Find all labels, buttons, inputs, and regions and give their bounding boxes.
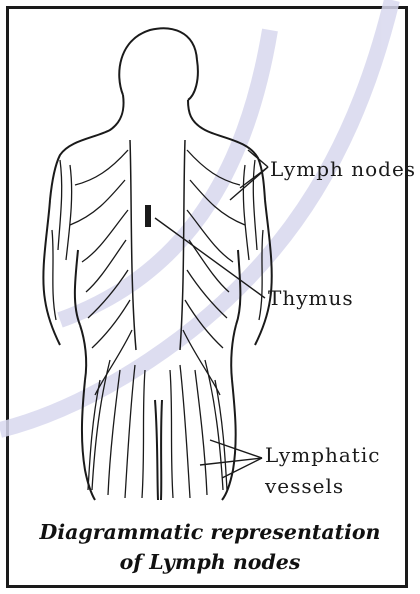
- label-vessels: vessels: [265, 471, 380, 502]
- label-lymph-nodes: Lymph nodes: [270, 157, 416, 181]
- label-thymus: Thymus: [268, 286, 354, 310]
- thymus-mark: [145, 205, 151, 227]
- label-lymphatic-vessels: Lymphatic vessels: [265, 440, 380, 502]
- label-lymphatic: Lymphatic: [265, 440, 380, 471]
- watermark-arcs: [0, 0, 392, 430]
- caption-line-2: of Lymph nodes: [0, 547, 420, 577]
- caption-line-1: Diagrammatic representation: [0, 517, 420, 547]
- figure-caption: Diagrammatic representation of Lymph nod…: [0, 517, 420, 577]
